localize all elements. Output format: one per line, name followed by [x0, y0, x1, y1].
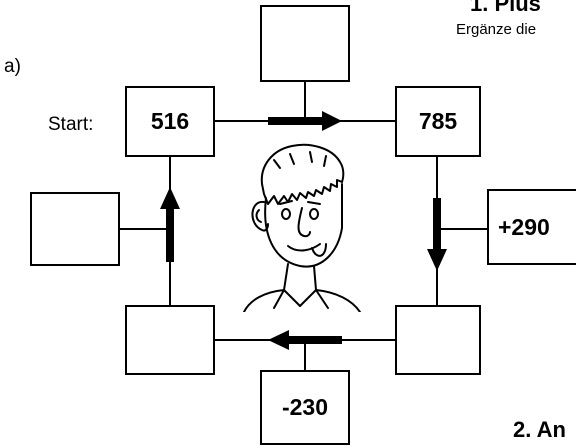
part-label: a): [4, 56, 21, 77]
start-label: Start:: [48, 114, 94, 135]
box-operation-bottom: -230: [260, 370, 350, 445]
task1-heading: 1. Plus: [470, 0, 541, 16]
box-operation-top[interactable]: [260, 5, 350, 82]
box-bottom-left-answer[interactable]: [125, 305, 215, 375]
boy-face-tongue-out-icon: [243, 143, 361, 312]
arrow-left-icon: [268, 330, 342, 350]
arrow-up-icon: [160, 187, 180, 262]
box-top-right-value: 785: [395, 86, 481, 157]
box-operation-left[interactable]: [30, 192, 120, 266]
task2-heading: 2. An: [513, 417, 566, 442]
box-bottom-right-answer[interactable]: [395, 305, 481, 375]
box-start-value: 516: [125, 86, 215, 157]
box-operation-right: +290: [487, 189, 576, 265]
arrow-right-icon: [268, 111, 342, 131]
arrow-down-icon: [427, 198, 447, 271]
task1-instruction: Ergänze die: [456, 21, 537, 38]
